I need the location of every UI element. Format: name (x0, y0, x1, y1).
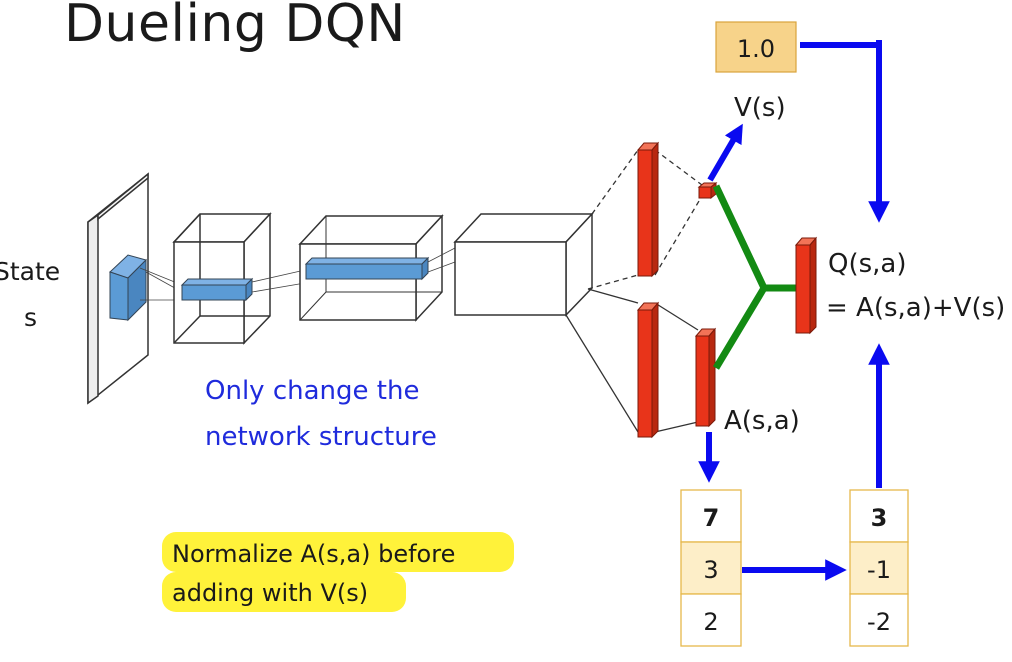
stream-connections (565, 149, 703, 433)
conv-filter-2 (180, 269, 306, 302)
advantage-label: A(s,a) (724, 406, 800, 436)
q-label: Q(s,a) (828, 249, 907, 279)
advantage-table: 7 3 2 (680, 489, 742, 647)
highlight-line-2: adding with V(s) (172, 579, 368, 607)
value-label: V(s) (734, 93, 786, 123)
value-stream-layer (636, 141, 660, 278)
advantage-output-layer (694, 327, 717, 428)
normalized-table: 3 -1 -2 (849, 489, 909, 647)
highlight-line-1: Normalize A(s,a) before (172, 540, 455, 568)
normalized-cell: 3 (871, 504, 888, 532)
arrows (698, 40, 890, 581)
conv-filter-3 (304, 247, 456, 281)
value-box-text: 1.0 (737, 35, 775, 63)
conv-filter-1 (109, 254, 183, 322)
arrow-to-vs (707, 123, 743, 182)
advantage-cell: 2 (703, 608, 718, 636)
value-box (715, 21, 797, 73)
q-formula: = A(s,a)+V(s) (826, 293, 1005, 323)
normalized-cell: -1 (867, 556, 891, 584)
normalized-cell: -2 (867, 608, 891, 636)
arrow-value-to-q (800, 42, 890, 223)
state-label: State (0, 257, 60, 286)
highlight-note: Normalize A(s,a) before adding with V(s) (162, 532, 514, 612)
advantage-stream-layer (636, 301, 660, 439)
value-output-node (697, 181, 718, 200)
note-line-2: network structure (205, 422, 437, 452)
note-line-1: Only change the (205, 376, 419, 406)
advantage-cell: 3 (703, 556, 718, 584)
conv-volume-2 (298, 214, 444, 322)
q-output-layer (794, 236, 818, 335)
advantage-cell: 7 (703, 504, 720, 532)
merge-connector (712, 184, 798, 370)
conv-volume-3 (453, 212, 594, 317)
page-title: Dueling DQN (64, 0, 406, 54)
state-label-symbol: s (24, 303, 37, 332)
